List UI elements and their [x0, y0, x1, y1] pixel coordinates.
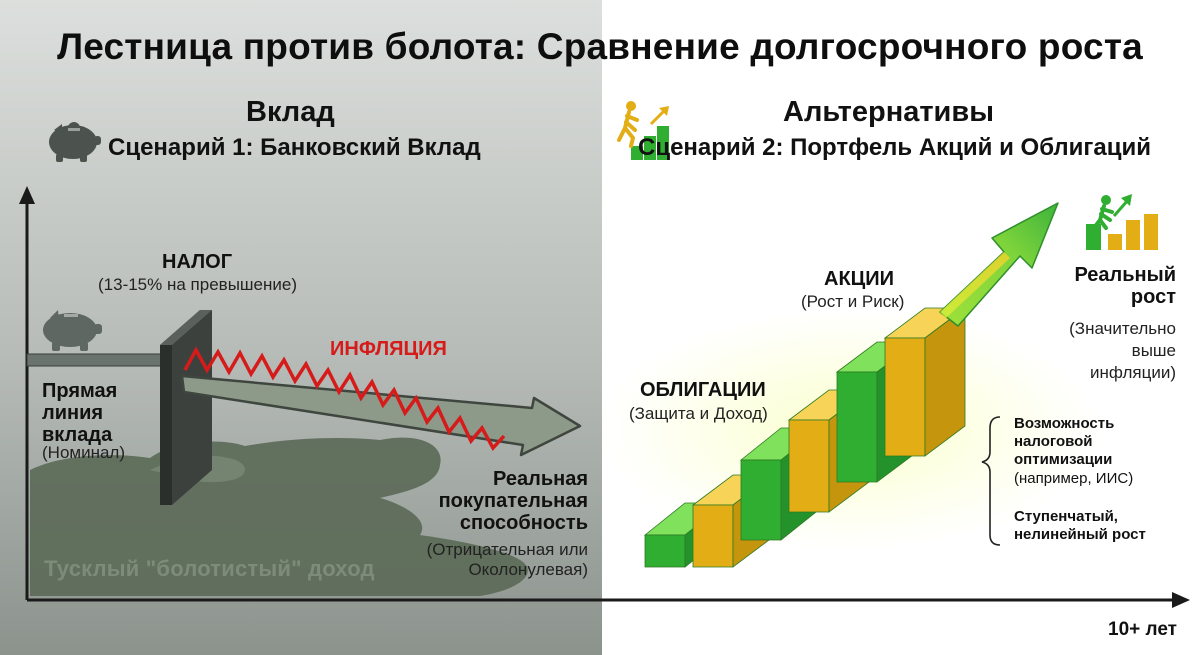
piggy-bank-icon [49, 122, 101, 162]
growth-staircase [643, 307, 967, 568]
x-axis-arrowhead [1172, 592, 1190, 608]
real-growth-label: Реальный рост [1074, 264, 1176, 308]
tax-optimization-note: Возможность налоговой оптимизации [1014, 415, 1115, 468]
real-power-label: Реальная покупательная способность [438, 468, 588, 534]
growth-bars-icon [1086, 194, 1158, 250]
right-heading: Альтернативы [783, 96, 994, 128]
bonds-label: ОБЛИГАЦИИ [640, 379, 766, 401]
deposit-line-label: Прямая линия вклада [42, 380, 118, 446]
stocks-note: (Рост и Риск) [801, 292, 905, 311]
y-axis-arrowhead [19, 186, 35, 204]
real-power-arrow [180, 374, 582, 457]
tax-label: НАЛОГ [162, 251, 233, 273]
swamp-label: Тусклый "болотистый" доход [44, 556, 375, 581]
swamp-shape [30, 437, 528, 596]
notes-bracket [981, 416, 1001, 546]
inflation-zigzag [183, 346, 506, 451]
bonds-note: (Защита и Доход) [629, 404, 768, 423]
piggy-bank-icon [43, 310, 102, 351]
x-axis-label: 10+ лет [1108, 619, 1177, 640]
left-subheading: Сценарий 1: Банковский Вклад [108, 134, 481, 161]
real-power-note: (Отрицательная или Околонулевая) [426, 540, 588, 579]
climbing-person-icon [617, 101, 669, 160]
right-subheading: Сценарий 2: Портфель Акций и Облигаций [638, 134, 1152, 161]
real-growth-note: (Значительно выше инфляции) [1069, 319, 1176, 382]
stepped-growth-note: Ступенчатый, нелинейный рост [1014, 508, 1146, 543]
left-heading: Вклад [246, 96, 335, 128]
tax-note: (13-15% на превышение) [98, 275, 298, 294]
deposit-line-note: (Номинал) [42, 443, 125, 462]
stocks-label: АКЦИИ [824, 268, 895, 290]
page-title: Лестница против болота: Сравнение долгос… [57, 26, 1143, 67]
iis-example-note: (например, ИИС) [1014, 470, 1134, 487]
deposit-line [26, 353, 168, 367]
inflation-label: ИНФЛЯЦИЯ [330, 338, 447, 360]
